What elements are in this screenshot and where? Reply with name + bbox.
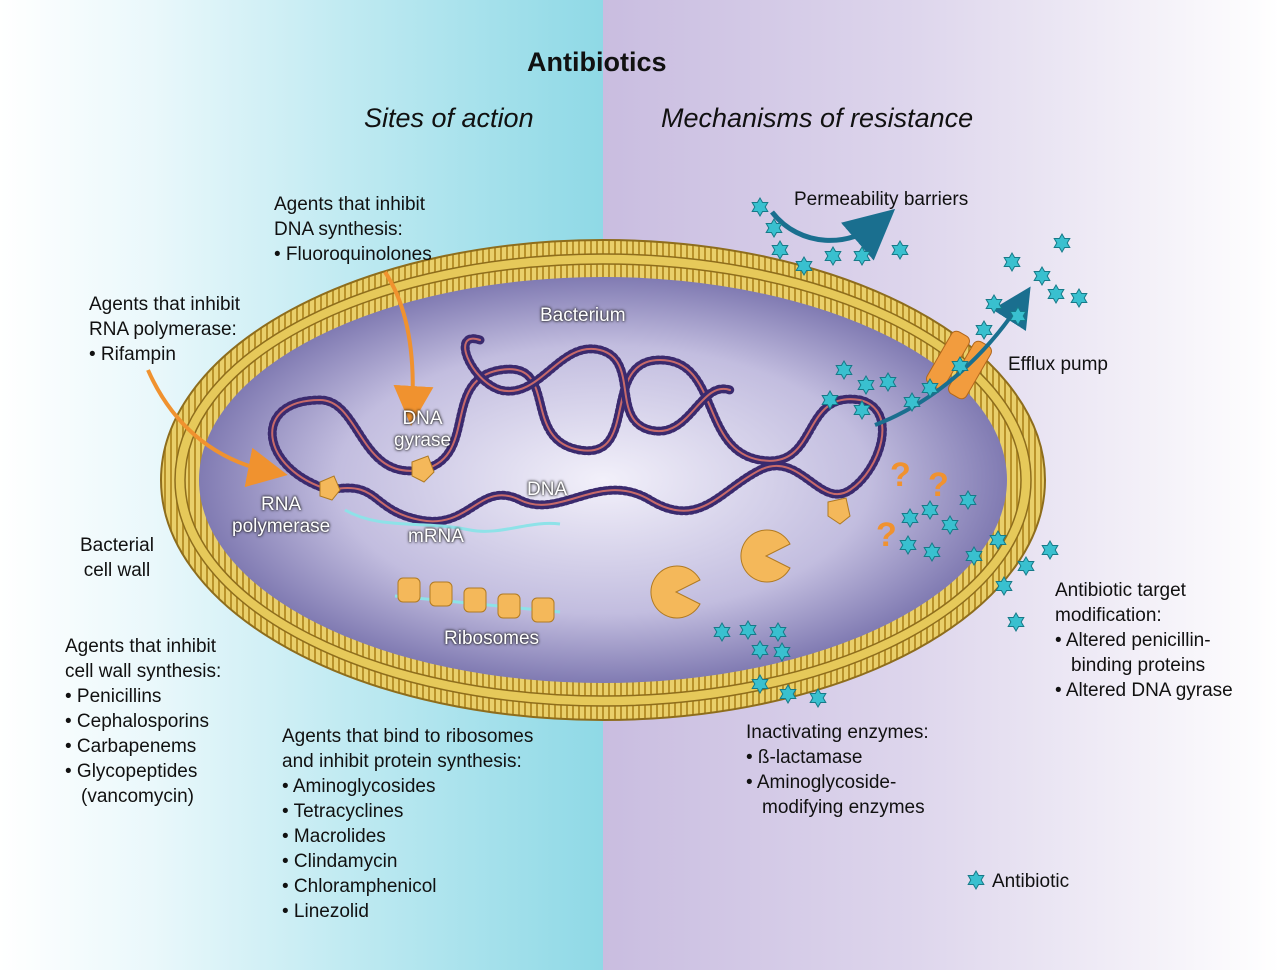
page-title: Antibiotics — [527, 47, 667, 77]
label-dna-gyrase-line: gyrase — [394, 430, 452, 451]
rna-polymerase-agents: Agents that inhibit RNA polymerase: • Ri… — [89, 292, 240, 367]
text-line: modification: — [1055, 605, 1162, 626]
text-line: • Tetracyclines — [282, 801, 404, 822]
text-line: Inactivating enzymes: — [746, 722, 929, 743]
text-line: • Cephalosporins — [65, 711, 209, 732]
label-dna: DNA — [527, 479, 568, 500]
cell-wall-agents: Agents that inhibit cell wall synthesis:… — [65, 634, 221, 809]
text-line: (vancomycin) — [81, 786, 194, 807]
text-line: binding proteins — [1071, 655, 1206, 676]
label-bacterial-cell-wall: Bacterial cell wall — [80, 533, 154, 583]
label-ribosomes: Ribosomes — [444, 628, 540, 649]
text-line: • Altered DNA gyrase — [1055, 680, 1233, 701]
text-line: • Altered penicillin- — [1055, 630, 1211, 651]
cytoplasm — [199, 277, 1007, 683]
text-line: • Aminoglycoside- — [746, 772, 897, 793]
text-line: RNA polymerase: — [89, 319, 237, 340]
label-rna-polymerase-line: RNA — [261, 494, 302, 515]
cell-wall-line: cell wall — [83, 560, 151, 581]
subtitle-sites-of-action: Sites of action — [364, 103, 534, 133]
label-rna-polymerase: RNA polymerase — [232, 494, 330, 538]
legend-antibiotic-label: Antibiotic — [992, 871, 1070, 892]
text-line: Agents that inhibit — [274, 194, 426, 215]
text-line: Agents that inhibit — [89, 294, 241, 315]
altered-gyrase-enzyme — [827, 497, 851, 525]
text-line: DNA synthesis: — [274, 219, 403, 240]
text-line: • Macrolides — [282, 826, 386, 847]
label-permeability-barriers: Permeability barriers — [794, 189, 969, 210]
text-line: modifying enzymes — [762, 797, 925, 818]
text-line: • Glycopeptides — [65, 761, 198, 782]
dna-synthesis-agents: Agents that inhibit DNA synthesis: • Flu… — [274, 192, 432, 267]
question-mark-3: ? — [876, 516, 897, 554]
arrow-rna-polymerase — [146, 369, 288, 488]
inactivating-enzyme — [650, 529, 791, 619]
label-efflux-pump: Efflux pump — [1008, 354, 1108, 375]
arrow-permeability — [770, 208, 896, 261]
text-line: Agents that bind to ribosomes — [282, 726, 534, 747]
mrna-strand — [344, 508, 561, 533]
text-line: • Carbapenems — [65, 736, 197, 757]
text-line: • Penicillins — [65, 686, 162, 707]
text-line: and inhibit protein synthesis: — [282, 751, 522, 772]
question-mark-1: ? — [890, 456, 911, 494]
target-modification: Antibiotic target modification: • Altere… — [1055, 578, 1233, 703]
question-mark-2: ? — [928, 466, 949, 504]
text-line: • Rifampin — [89, 344, 176, 365]
label-dna-gyrase-line: DNA — [402, 408, 443, 429]
text-line: Antibiotic target — [1055, 580, 1186, 601]
dna-gyrase-enzyme — [411, 455, 435, 483]
text-line: Agents that inhibit — [65, 636, 217, 657]
ribosome-agents: Agents that bind to ribosomes and inhibi… — [282, 724, 533, 924]
text-line: • Clindamycin — [282, 851, 398, 872]
label-dna-gyrase: DNA gyrase — [394, 408, 451, 452]
label-mrna: mRNA — [408, 526, 464, 547]
rna-polymerase-enzyme — [319, 475, 341, 501]
label-rna-polymerase-line: polymerase — [232, 516, 331, 537]
legend-antibiotic-icon — [967, 870, 985, 890]
text-line: • Chloramphenicol — [282, 876, 437, 897]
question-marks: ? ? ? — [876, 456, 949, 554]
label-bacterium: Bacterium — [540, 305, 626, 326]
text-line: • Linezolid — [282, 901, 369, 922]
ribosomes-group — [394, 577, 561, 623]
cell-wall-line: Bacterial — [80, 535, 154, 556]
arrow-dna-synthesis — [383, 270, 434, 426]
efflux-pump — [926, 330, 992, 400]
text-line: • ß-lactamase — [746, 747, 863, 768]
inactivating-enzymes: Inactivating enzymes: • ß-lactamase • Am… — [746, 720, 929, 820]
text-line: • Aminoglycosides — [282, 776, 436, 797]
text-line: • Fluoroquinolones — [274, 244, 432, 265]
subtitle-mechanisms-of-resistance: Mechanisms of resistance — [661, 103, 974, 133]
text-line: cell wall synthesis: — [65, 661, 222, 682]
